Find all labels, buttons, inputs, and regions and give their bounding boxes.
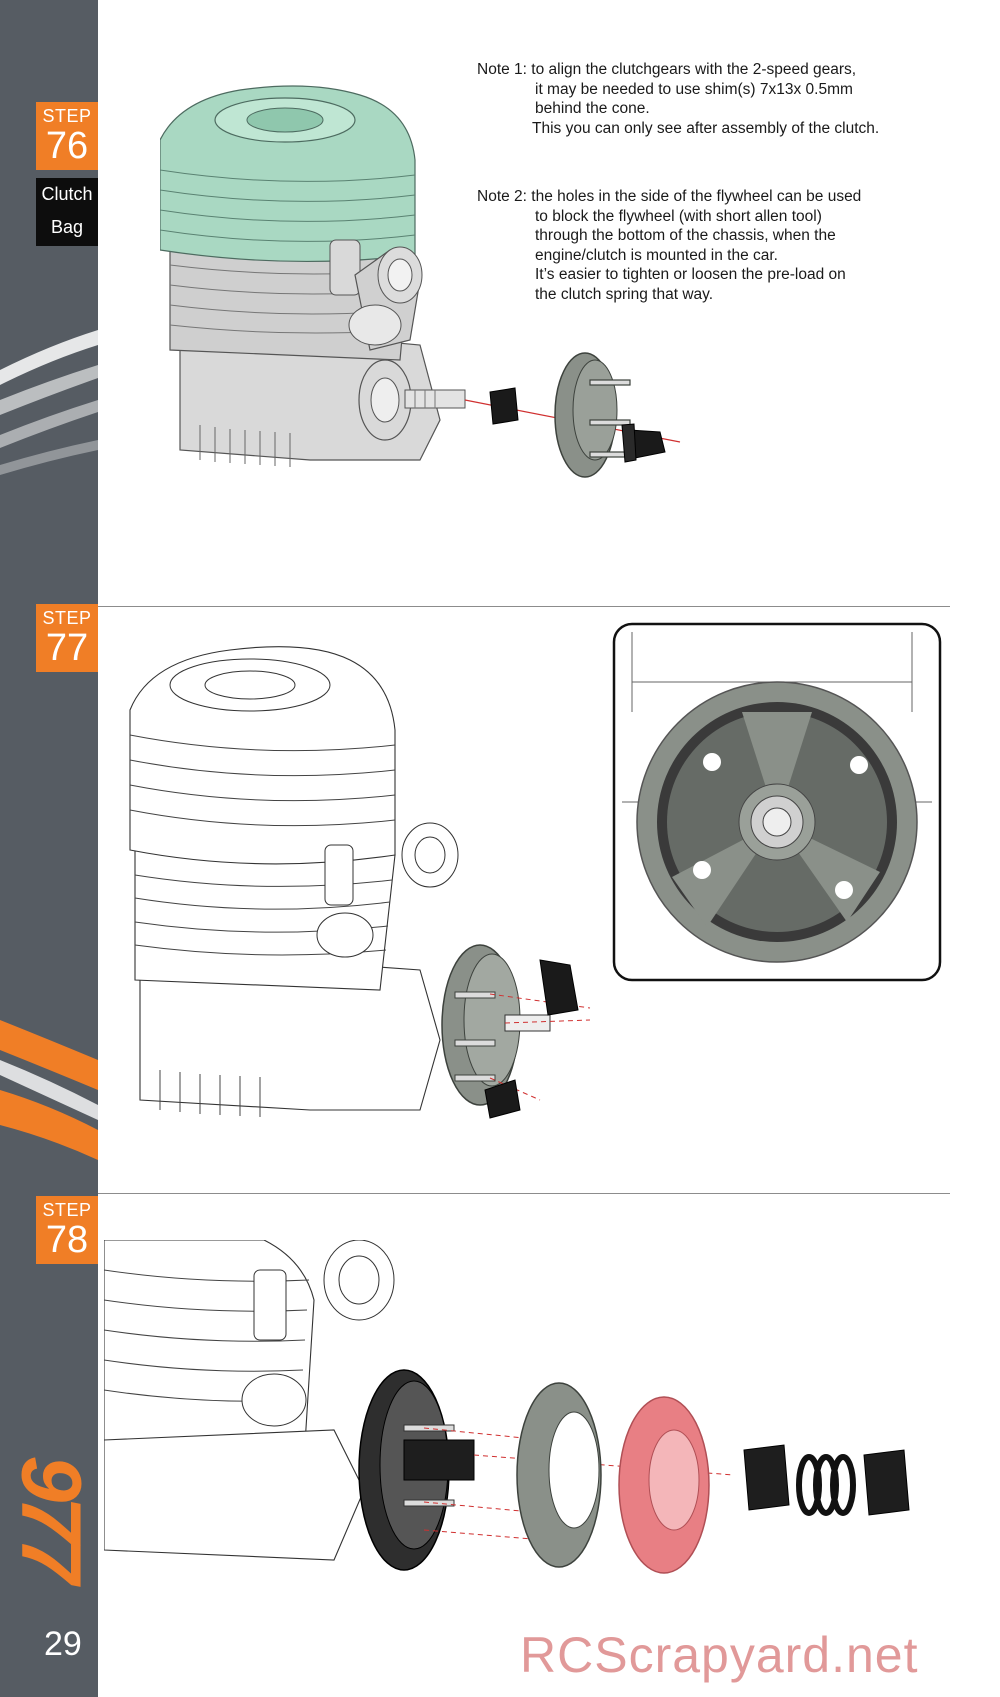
step-number: 78 [45, 1219, 89, 1261]
note-1-line: it may be needed to use shim(s) 7x13x 0.… [535, 80, 853, 98]
note-2-line: Note 2: the holes in the side of the fly… [477, 188, 862, 205]
note-1-line: This you can only see after assembly of … [532, 119, 880, 137]
step-badge-78: STEP 78 [36, 1196, 98, 1264]
step-77-engine-drawing [129, 646, 591, 1119]
page-number: 29 [44, 1625, 82, 1663]
step-badge-77: STEP 77 [36, 604, 98, 672]
note-1-line: Note 1: to align the clutchgears with th… [477, 61, 857, 78]
step-label: STEP [42, 106, 92, 126]
section-divider [98, 606, 950, 607]
step-78-engine-drawing [104, 1240, 910, 1574]
step-label: STEP [42, 608, 92, 628]
section-divider [98, 1193, 950, 1194]
sidebar [0, 0, 98, 1697]
model-logo: 977 [5, 1420, 104, 1620]
note-1-line: behind the cone. [535, 100, 650, 117]
note-2: Note 2: the holes in the side of the fly… [477, 187, 861, 304]
watermark: RCScrapyard.net [520, 1627, 919, 1683]
bag-label: Clutch Bag [36, 178, 98, 246]
note-2-line: through the bottom of the chassis, when … [535, 227, 836, 244]
step-76-engine-drawing [160, 85, 681, 478]
note-2-line: engine/clutch is mounted in the car. [535, 246, 778, 264]
note-1: Note 1: to align the clutchgears with th… [477, 60, 879, 138]
step-number: 76 [45, 125, 89, 167]
step-number: 77 [45, 627, 89, 669]
step-label: STEP [42, 1200, 92, 1220]
step-77-detail-inset [612, 622, 942, 982]
bag-label-line1: Clutch [41, 184, 93, 204]
note-2-line: It’s easier to tighten or loosen the pre… [535, 266, 846, 283]
bag-label-line2: Bag [50, 217, 84, 237]
step-badge-76: STEP 76 [36, 102, 98, 170]
model-logo-text: 977 [4, 1455, 99, 1578]
note-2-line: the clutch spring that way. [535, 285, 714, 303]
note-2-line: to block the flywheel (with short allen … [535, 207, 822, 225]
sidebar-stripes [0, 330, 98, 1160]
